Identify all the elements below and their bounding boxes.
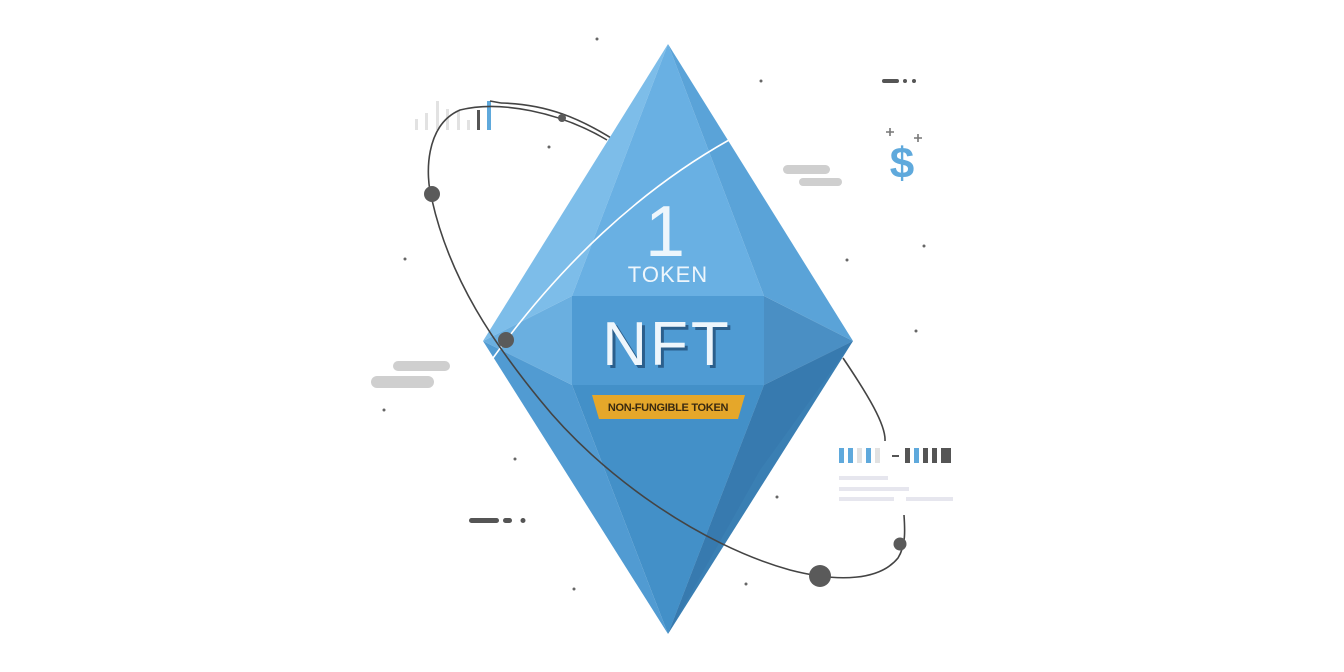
chart-connector [489, 100, 502, 104]
orbit-ring-back [500, 102, 886, 442]
currency-symbol: $ [890, 139, 914, 188]
cloud-icon-left [371, 361, 450, 388]
data-card-icon [839, 448, 953, 501]
dash-mark-top-right [882, 79, 916, 83]
nft-label-shadow: NFT [605, 313, 735, 382]
diamond-gem-icon [483, 44, 853, 634]
background-dots [382, 37, 926, 591]
orbit-ring-front [427, 105, 906, 579]
orbit-nodes [424, 114, 907, 587]
non-fungible-token-banner: NON-FUNGIBLE TOKEN [592, 395, 745, 419]
dollar-sign-icon: $ [886, 128, 922, 188]
nft-label: NFT [602, 310, 732, 379]
cloud-icon-right [783, 165, 842, 186]
bar-chart-icon [415, 101, 491, 130]
dash-mark-bottom-left [469, 518, 526, 523]
token-unit-label: TOKEN [628, 262, 708, 287]
token-count-label: 1 [645, 192, 685, 272]
banner-label: NON-FUNGIBLE TOKEN [608, 402, 729, 414]
